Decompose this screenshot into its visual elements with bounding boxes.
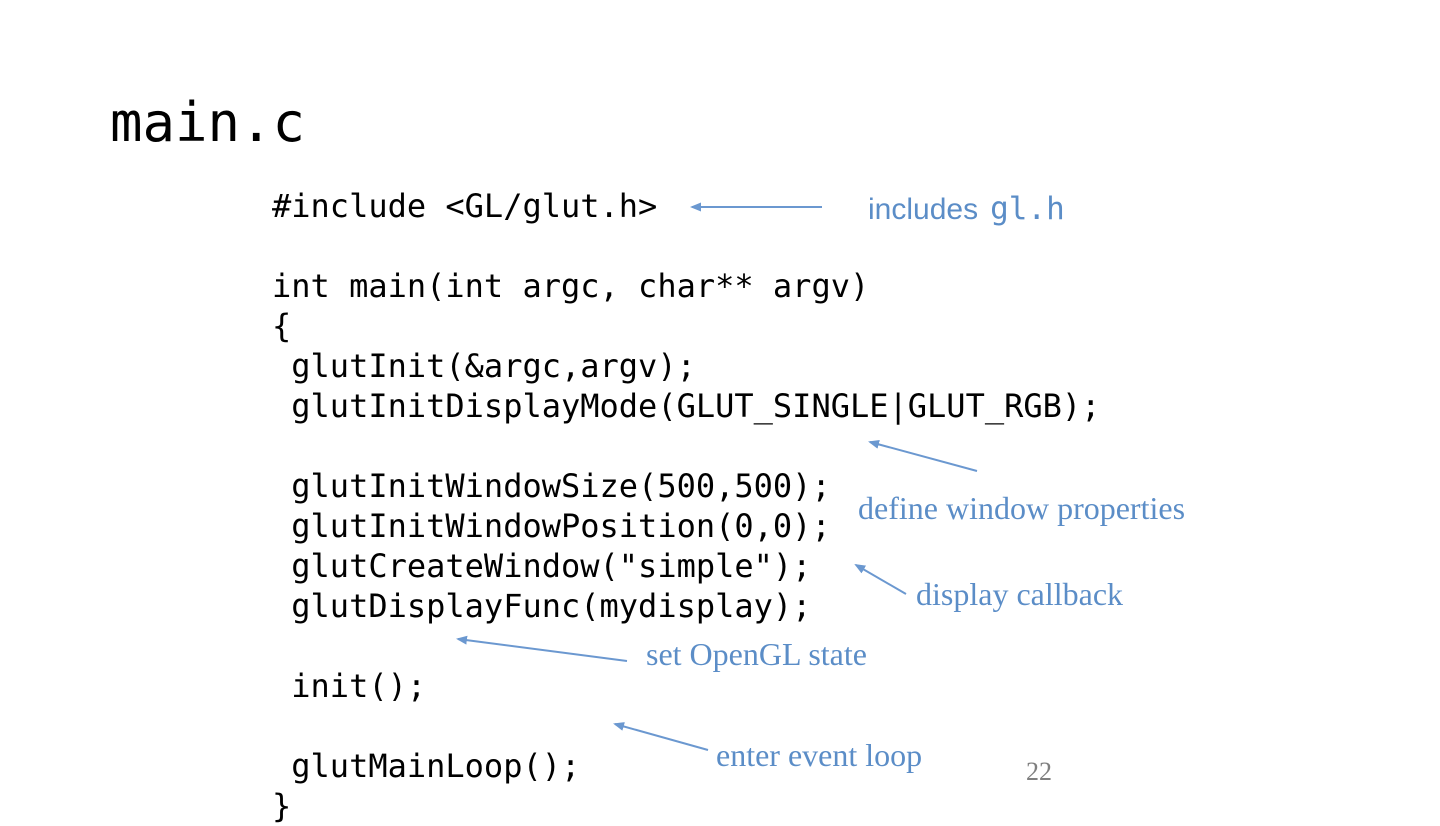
annotation-includes-glh: includes gl.h (868, 192, 1065, 227)
annotation-enter-event-loop: enter event loop (716, 737, 923, 773)
annotation-define-window-properties: define window properties (858, 490, 1186, 526)
annotation-includes-label: includes (868, 193, 979, 226)
annotation-set-opengl-state: set OpenGL state (646, 636, 867, 672)
annotation-display-callback: display callback (916, 576, 1124, 612)
page-number: 22 (1026, 757, 1052, 786)
code-listing: #include <GL/glut.h> int main(int argc, … (272, 187, 1101, 825)
slide-title: main.c (110, 91, 306, 154)
annotation-includes-code-ref: gl.h (990, 191, 1065, 227)
